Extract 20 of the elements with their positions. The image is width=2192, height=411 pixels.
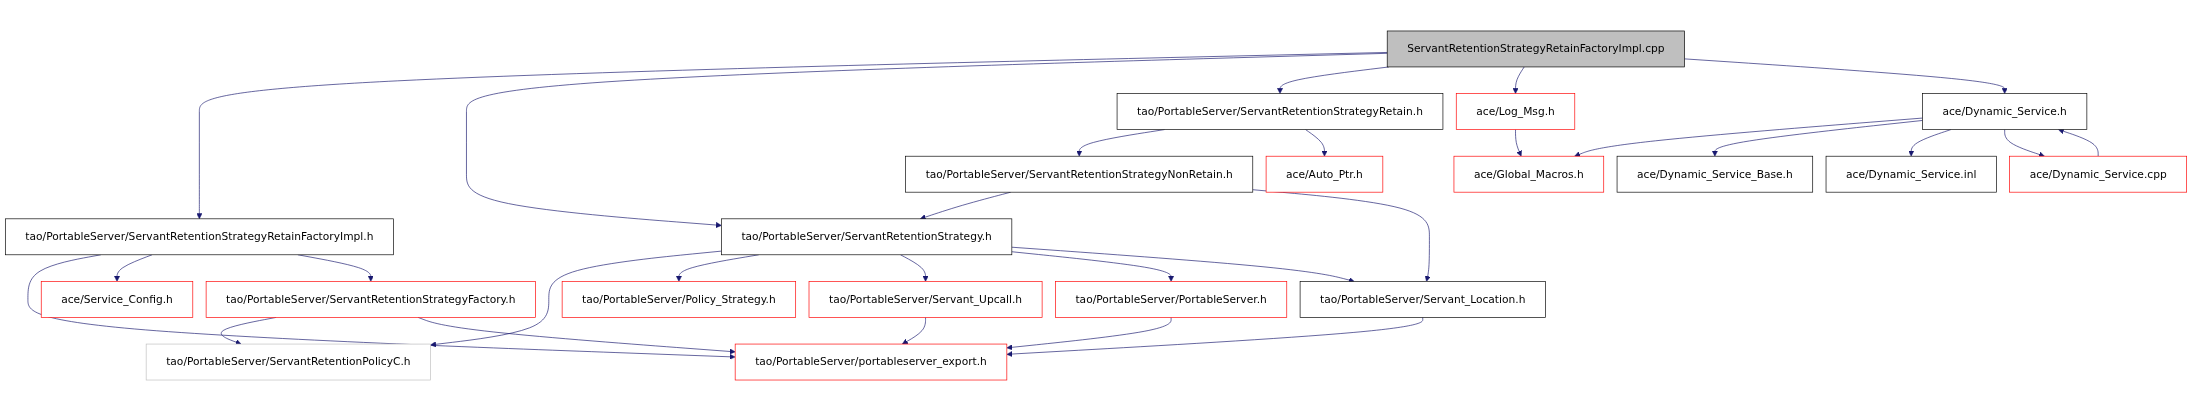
node-box: tao/PortableServer/ServantRetentionStrategyRetain.h [1116,93,1444,130]
node-box: ace/Global_Macros.h [1453,155,1605,193]
node-box: tao/PortableServer/ServantRetentionStrategyNonRetain.h [905,155,1254,193]
node-box: tao/PortableServer/Servant_Location.h [1299,281,1546,318]
node-box: ace/Auto_Ptr.h [1265,155,1384,193]
node-box: tao/PortableServer/ServantRetentionPolicyC.h [145,343,431,381]
node-box: ace/Dynamic_Service.h [1922,93,2088,130]
node-box: ace/Log_Msg.h [1455,93,1576,130]
node-box: tao/PortableServer/ServantRetentionStrategyFactory.h [205,281,536,318]
node-box: ace/Dynamic_Service.cpp [2009,155,2187,193]
node-box: tao/PortableServer/PortableServer.h [1055,281,1288,318]
node-box: ServantRetentionStrategyRetainFactoryImpl.cpp [1386,30,1685,68]
node-box: tao/PortableServer/Servant_Upcall.h [808,281,1043,318]
node-box: tao/PortableServer/Policy_Strategy.h [561,281,796,318]
node-box: tao/PortableServer/portableserver_export.h [734,343,1008,381]
node-box: ace/Dynamic_Service.inl [1825,155,1997,193]
node-box: ace/Dynamic_Service_Base.h [1616,155,1814,193]
node-box: tao/PortableServer/ServantRetentionStrategyRetainFactoryImpl.h [5,218,394,256]
node-box: ace/Service_Config.h [40,281,194,318]
node-box: tao/PortableServer/ServantRetentionStrategy.h [721,218,1013,256]
